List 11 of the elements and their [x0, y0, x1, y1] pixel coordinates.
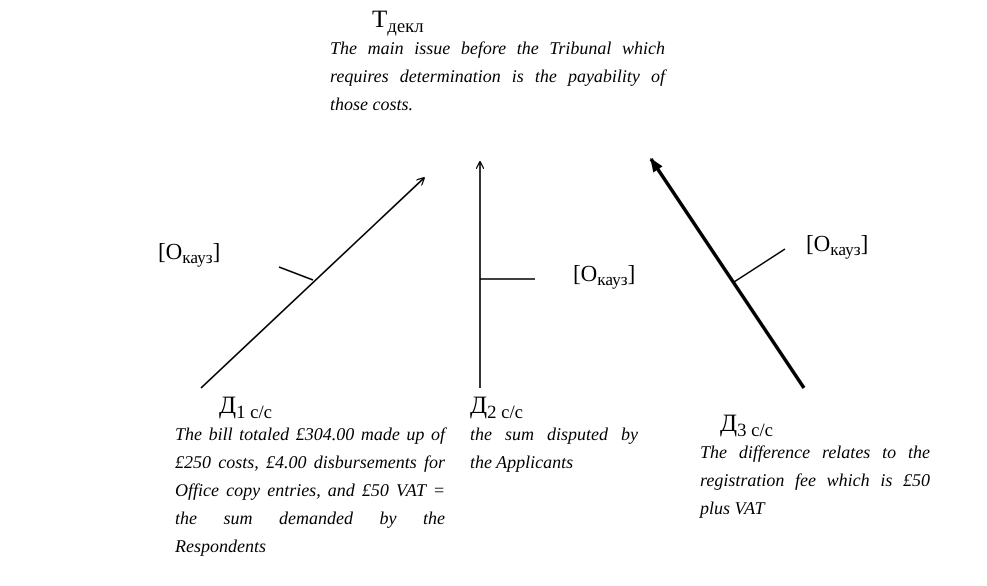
- arrow: [650, 158, 806, 389]
- arrow: [200, 176, 426, 389]
- node-heading: Д$_{2 c/c}$: [470, 392, 523, 420]
- node-heading: Д$_{3 c/c}$: [720, 410, 773, 438]
- node-description: The bill totaled £304.00 made up of £250 costs, £4.00 disbursements for Office copy entries, and £50 VAT = the sum demanded by the Respondents: [175, 423, 445, 558]
- node-description: The difference relates to the registration fee which is £50 plus VAT: [700, 441, 930, 520]
- node-heading: Т$_{декл}$: [372, 6, 424, 34]
- node-description: the sum disputed by the Applicants: [470, 423, 638, 474]
- node-heading: Д$_{1 c/c}$: [219, 392, 272, 420]
- node-description: The main issue before the Tribunal which requires determination is the payability of those costs.: [330, 37, 665, 116]
- arrow: [475, 160, 485, 388]
